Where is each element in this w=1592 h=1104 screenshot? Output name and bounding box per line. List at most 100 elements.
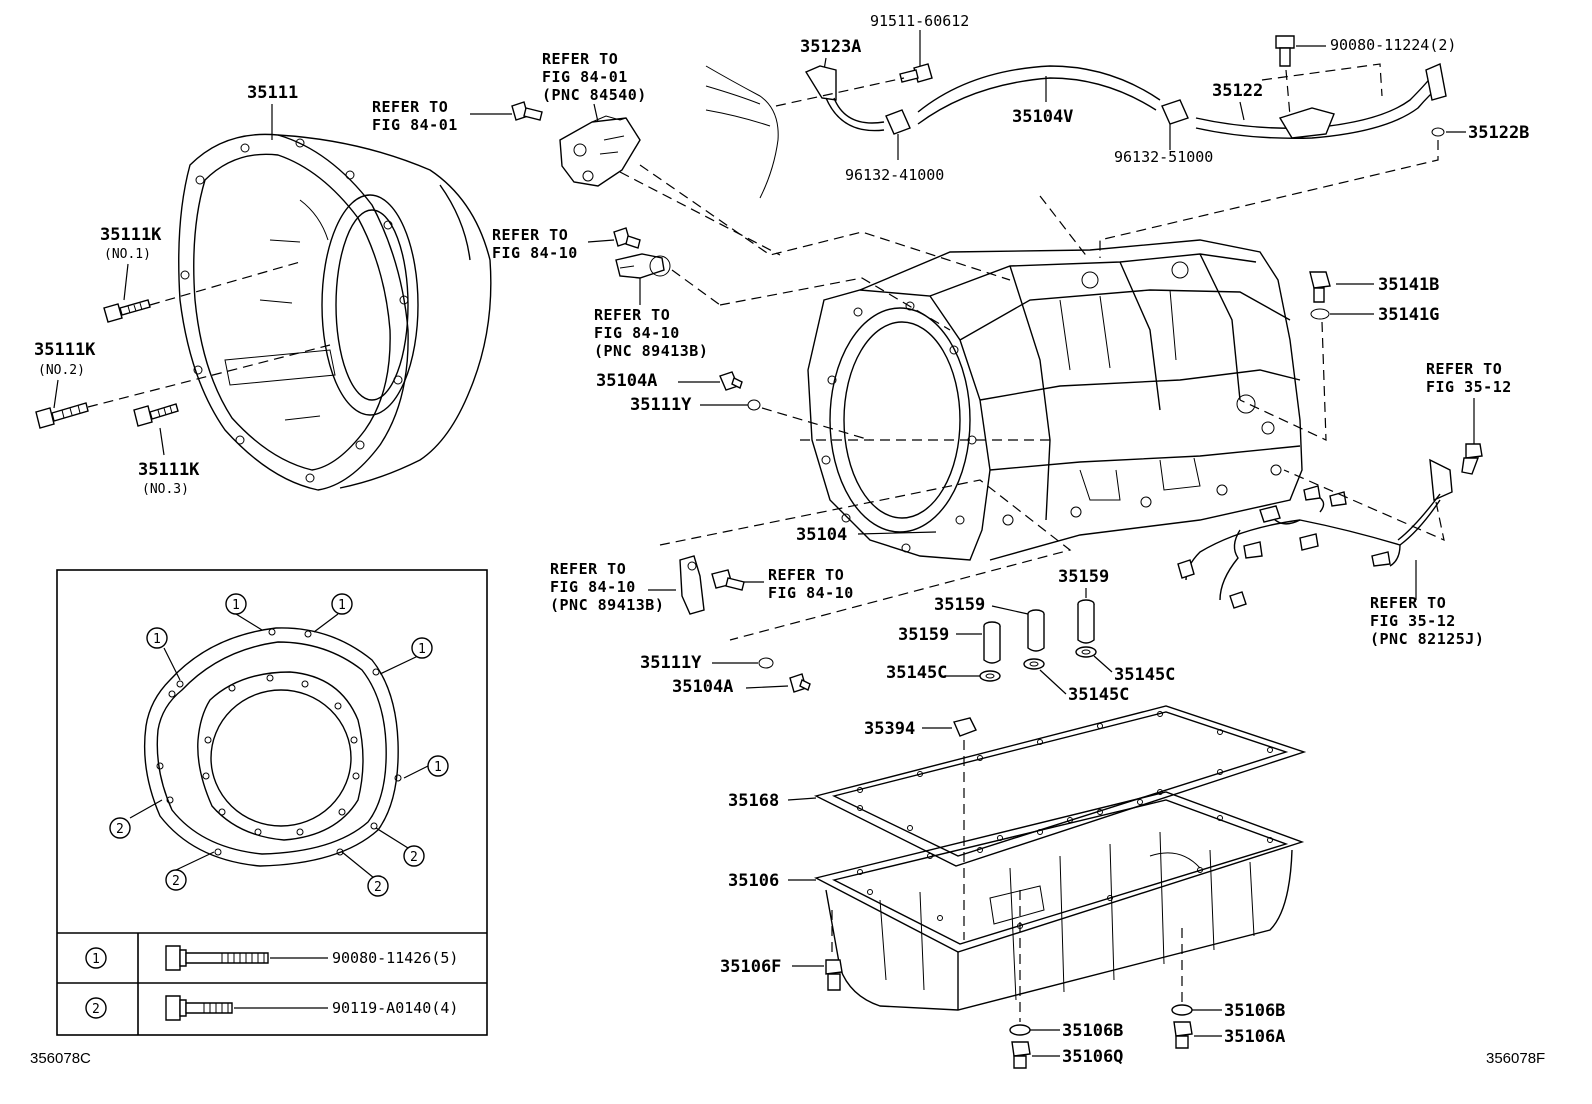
label-sleeve-c: 35159 [898,625,949,645]
bolt-35106f [825,959,843,991]
label-bolt-upper-right: 35141B [1378,275,1439,295]
tube-35122 [1195,63,1447,139]
bracket-35123a [804,65,885,132]
legend-row-2: 2 90119-A0140(4) [85,995,458,1021]
drain-plug-left [1011,1041,1031,1069]
oil-pan-35106 [814,791,1305,1011]
label-oring-upper: 35111Y [630,395,692,415]
label-oil-pan: 35106 [728,871,779,891]
refer-r8-line1: REFER TO [1370,594,1446,612]
label-washer-upper-right: 35141G [1378,305,1439,325]
label-bolt-no1-note: (NO.1) [104,247,151,262]
label-clip-right: 96132-51000 [1114,148,1213,166]
label-bolt-no2: 35111K [34,340,96,360]
label-oring-tube: 35122B [1468,123,1529,143]
label-bell-housing: 35111 [247,83,298,103]
oring-35111y-upper [747,399,761,411]
refer-r4-line1: REFER TO [594,306,670,324]
neutral-start-switch [559,115,641,187]
washer-35145c-b [1023,658,1045,670]
svg-text:2: 2 [410,850,418,865]
label-drain-plug-right: 35106A [1224,1027,1285,1047]
refer-r7-line2: FIG 35-12 [1426,378,1512,396]
refer-r6-line2: FIG 84-10 [768,584,854,602]
label-drain-gasket-right: 35106B [1224,1001,1285,1021]
speed-sensor-upper [615,253,671,279]
drain-plug-right [1173,1021,1193,1049]
svg-text:2: 2 [116,822,124,837]
svg-text:2: 2 [92,1002,100,1017]
label-oring-lower: 35111Y [640,653,702,673]
washer-35145c-c [1075,646,1097,658]
label-sleeve-b: 35159 [934,595,985,615]
label-clip-left: 96132-41000 [845,166,944,184]
label-plug-lower: 35104A [672,677,733,697]
code-right: 356078F [1486,1050,1545,1067]
sleeve-35159-c [983,621,1001,664]
label-bolt-no2-note: (NO.2) [38,363,85,378]
label-bolt-no1: 35111K [100,225,162,245]
washer-35145c-a [979,670,1001,682]
svg-text:1: 1 [232,598,240,613]
wire-harness [1177,458,1453,609]
label-drain-gasket-left: 35106B [1062,1021,1123,1041]
bolt-ref-35-12 [1461,443,1483,475]
drain-gasket-left [1009,1024,1031,1036]
bolt-91511 [899,63,933,83]
svg-text:2: 2 [374,880,382,895]
label-pan-bolt: 35106F [720,957,781,977]
inset-marker-2b: 2 [165,869,187,891]
refer-r5-line2: FIG 84-10 [550,578,636,596]
refer-r5-line3: (PNC 89413B) [550,596,664,614]
magnet-35394 [953,717,977,737]
refer-r4-line3: (PNC 89413B) [594,342,708,360]
label-washer-b: 35145C [1068,685,1129,705]
svg-text:1: 1 [418,642,426,657]
bolt-35111k-no3 [133,403,179,427]
label-bolt-top: 91511-60612 [870,12,969,30]
refer-r8-line2: FIG 35-12 [1370,612,1456,630]
speed-sensor-lower [679,555,705,615]
refer-r6-line1: REFER TO [768,566,844,584]
label-tube: 35122 [1212,81,1263,101]
bolt-ref-84-01 [511,101,543,121]
drain-gasket-right [1171,1004,1193,1016]
refer-r3-line2: FIG 84-10 [492,244,578,262]
refer-r8-line3: (PNC 82125J) [1370,630,1484,648]
inset-marker-1e: 1 [427,755,449,777]
refer-r2-line1: REFER TO [542,50,618,68]
inset-marker-1d: 1 [411,637,433,659]
legend-part-1: 90080-11426(5) [332,949,458,967]
label-bolt-no3-note: (NO.3) [142,482,189,497]
gasket-35168 [814,705,1307,867]
legend-row-1: 1 90080-11426(5) [85,945,458,971]
svg-text:1: 1 [92,952,100,967]
bolt-35111k-no2 [35,402,89,429]
inset-marker-2c: 2 [403,845,425,867]
bolt-35141b [1309,271,1331,303]
bolt-ref-84-10-upper [613,227,641,249]
legend-part-2: 90119-A0140(4) [332,999,458,1017]
hose-35104v [917,65,1161,125]
refer-r2-line3: (PNC 84540) [542,86,647,104]
refer-r4-line2: FIG 84-10 [594,324,680,342]
washer-35141g [1310,308,1330,320]
inset-marker-2a: 2 [109,817,131,839]
bolt-ref-84-10-lower [711,569,745,591]
refer-r1-line2: FIG 84-01 [372,116,458,134]
inset-box: 1 1 1 1 1 2 2 2 2 1 90080-11426(5) 2 90 [56,569,488,1036]
inset-marker-1c: 1 [146,627,168,649]
refer-r5-line1: REFER TO [550,560,626,578]
bolt-90080-11224 [1275,35,1295,67]
code-left: 356078C [30,1050,91,1067]
oring-35122b [1431,127,1445,137]
svg-text:1: 1 [153,632,161,647]
label-transmission: 35104 [796,525,847,545]
label-bracket: 35123A [800,37,861,57]
bell-housing [178,133,492,491]
svg-text:2: 2 [172,874,180,889]
refer-r1-line1: REFER TO [372,98,448,116]
label-hose: 35104V [1012,107,1073,127]
